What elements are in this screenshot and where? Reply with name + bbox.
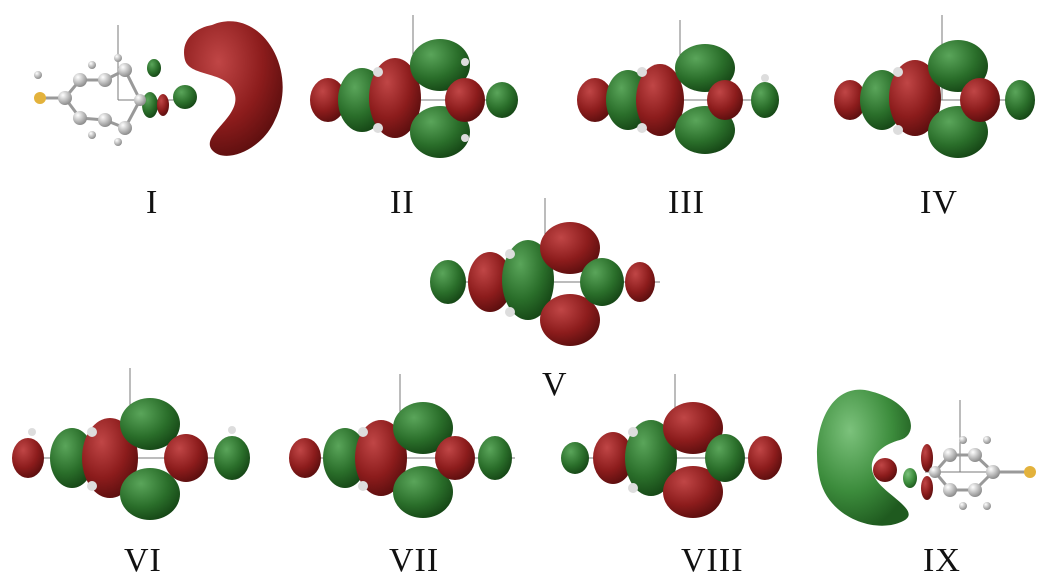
orbital-diagram-6 xyxy=(12,368,250,520)
orbital-panel-3: III xyxy=(560,0,800,230)
orbital-label-8: VIII xyxy=(681,542,744,579)
orbital-diagram-8 xyxy=(561,374,782,518)
orbital-diagram-3 xyxy=(577,20,779,154)
orbital-diagram-2 xyxy=(310,15,518,158)
orbital-diagram-4 xyxy=(834,15,1035,158)
orbital-label-4: IV xyxy=(920,184,958,221)
orbital-diagram-5 xyxy=(430,198,660,346)
orbital-label-6: VI xyxy=(124,542,162,579)
orbital-diagram-1 xyxy=(34,21,283,156)
orbital-label-9: IX xyxy=(923,542,961,579)
orbital-label-3: III xyxy=(668,184,705,221)
orbital-label-2: II xyxy=(390,184,415,221)
orbital-panel-5: V xyxy=(410,190,680,410)
orbital-label-1: I xyxy=(146,184,159,221)
orbital-panel-2: II xyxy=(290,0,540,230)
orbital-diagram-7 xyxy=(289,374,515,518)
orbital-panel-8: VIII xyxy=(555,360,805,581)
orbital-panel-1: I xyxy=(0,0,290,230)
orbital-panel-7: VII xyxy=(275,360,540,581)
orbital-label-5: V xyxy=(542,366,568,403)
orbital-panel-4: IV xyxy=(820,0,1040,230)
orbital-diagram-9 xyxy=(817,389,1036,526)
orbital-panel-9: IX xyxy=(805,360,1040,581)
orbital-panel-6: VI xyxy=(0,360,270,581)
orbital-label-7: VII xyxy=(389,542,440,579)
